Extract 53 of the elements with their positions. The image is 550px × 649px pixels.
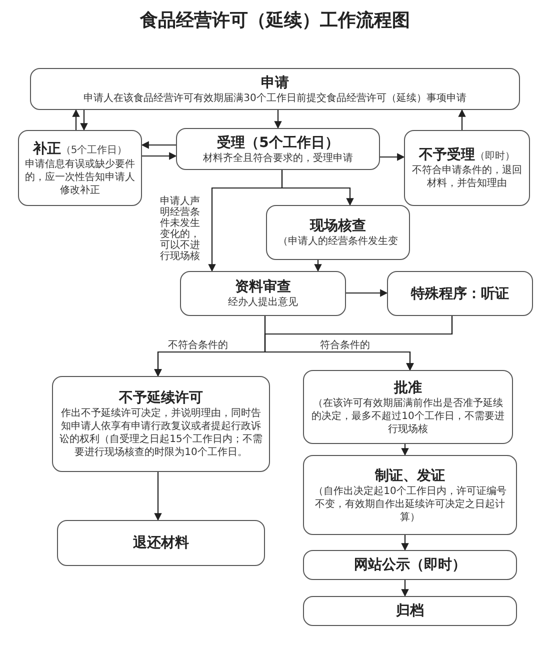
process-box <box>18 130 142 206</box>
process-box <box>30 68 520 110</box>
process-box <box>303 550 517 580</box>
arrow <box>346 289 388 297</box>
arrow <box>154 472 162 521</box>
node-title: 受理（5个工作日） <box>217 134 339 152</box>
process-box <box>266 205 410 260</box>
node-title: 制证、发证 <box>375 466 445 484</box>
arrow <box>72 109 80 130</box>
node-title: 不予受理 <box>419 146 475 164</box>
arrow <box>401 580 409 597</box>
node-description: （在该许可有效期届满前作出是否准予延续的决定，最多不超过10个工作日，不需要进行现场核 <box>310 396 506 436</box>
arrow <box>401 535 409 551</box>
node-description: 材料齐全且符合要求的，受理申请 <box>203 152 353 164</box>
node-note: （即时） <box>475 150 515 163</box>
process-box <box>404 130 530 206</box>
node-description: 作出不予延续许可决定，并说明理由，同时告知申请人依享有申请行政复议或者提起行政诉讼的权利（自受理之日起15个工作日内；不需要进行现场核查的时限为10个工作日。 <box>59 407 263 459</box>
arrow <box>264 316 453 371</box>
node-title: 资料审查 <box>235 278 291 296</box>
node-note: （5个工作日） <box>60 144 128 156</box>
node-title: 特殊程序：听证 <box>411 284 509 302</box>
arrow <box>458 109 466 130</box>
process-box <box>52 376 270 472</box>
node-title: 不予延续许可 <box>119 389 203 407</box>
node-title: 网站公示（即时） <box>354 556 466 574</box>
node-description: 申请信息有误或缺少要件的，应一次性告知申请人修改补正 <box>25 158 135 196</box>
arrow <box>274 110 282 129</box>
node-title: 归档 <box>396 602 424 620</box>
process-box <box>57 520 265 566</box>
node-title: 现场核查 <box>310 217 366 235</box>
arrow <box>142 152 177 160</box>
node-title: 申请 <box>261 74 289 92</box>
node-description: （申请人的经营条件发生变 <box>278 235 398 248</box>
arrow <box>314 260 322 272</box>
process-box <box>387 271 533 316</box>
diagram-title: 食品经营许可（延续）工作流程图 <box>138 9 411 32</box>
node-title: 退还材料 <box>133 534 189 552</box>
process-box <box>176 128 380 170</box>
process-box <box>303 455 517 535</box>
node-title: 补正 <box>32 140 61 158</box>
node-description: 不符合申请条件的，退回材料，并告知理由 <box>411 164 523 190</box>
arrow <box>401 444 409 456</box>
node-description: 申请人在该食品经营许可有效期届满30个工作日前提交食品经营许可（延续）事项申请 <box>84 92 466 104</box>
node-title: 批准 <box>394 378 422 396</box>
node-description: （自作出决定起10个工作日内，许可证编号不变，有效期自作出延续许可决定之日起计算） <box>312 484 508 524</box>
arrow <box>141 141 176 149</box>
process-box <box>303 596 517 626</box>
process-box <box>303 370 513 444</box>
arrow <box>208 170 283 272</box>
process-box <box>180 271 346 316</box>
arrow <box>380 153 405 161</box>
arrow <box>80 110 88 131</box>
node-description: 经办人提出意见 <box>228 296 298 309</box>
